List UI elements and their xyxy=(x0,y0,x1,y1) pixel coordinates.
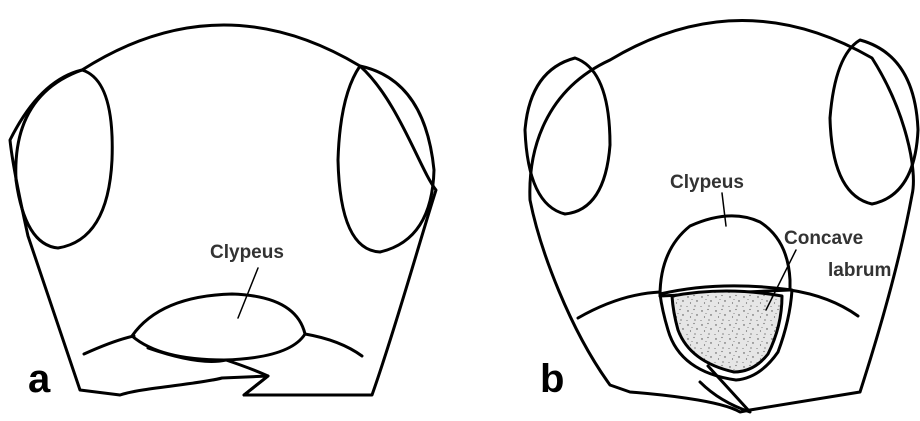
suture-left-b xyxy=(578,292,660,318)
head-outline-a xyxy=(10,25,436,395)
panel-b: Clypeus Concave labrum b xyxy=(525,20,918,412)
concave-label-line2: labrum xyxy=(828,260,891,281)
right-eye-b xyxy=(830,40,918,204)
panel-letter-a: a xyxy=(28,357,51,401)
panel-a: Clypeus a xyxy=(10,25,436,401)
suture-left-a xyxy=(84,336,134,354)
clypeus-label-a: Clypeus xyxy=(210,242,284,263)
concave-label-line1: Concave xyxy=(784,228,863,249)
clypeus-label-b: Clypeus xyxy=(670,172,744,193)
clypeus-b xyxy=(660,216,790,296)
suture-right-a xyxy=(305,334,362,356)
suture-right-b xyxy=(790,290,858,316)
left-eye-a xyxy=(16,70,112,248)
panel-letter-b: b xyxy=(540,357,564,401)
clypeus-leader-b xyxy=(722,193,726,226)
